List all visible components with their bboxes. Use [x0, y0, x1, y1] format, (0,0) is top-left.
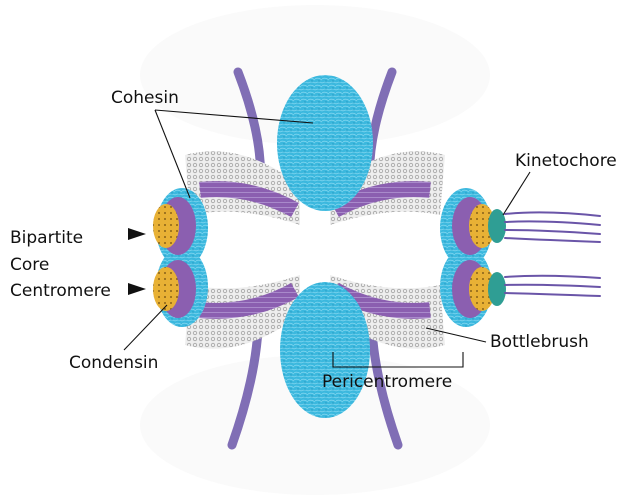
bipartite-label-line3: Centromere: [10, 281, 111, 301]
cohesin-bottom-blob: [280, 282, 370, 418]
bipartite-label-line2: Core: [10, 255, 49, 275]
left-core-centromere-bottom: [153, 267, 179, 311]
cohesin-label: Cohesin: [111, 88, 179, 108]
cohesin-top-blob: [277, 75, 373, 211]
arrowhead-top: [128, 228, 146, 240]
bottlebrush-label: Bottlebrush: [490, 332, 589, 352]
left-core-centromere-top: [153, 204, 179, 248]
kinetochore-microtubules: [505, 212, 600, 296]
condensin-label: Condensin: [69, 353, 158, 373]
kinetochore-bottom: [488, 272, 506, 306]
pericentromere-label: Pericentromere: [322, 372, 452, 392]
right-centromere: [440, 188, 506, 327]
arrowhead-bottom: [128, 283, 146, 295]
kinetochore-label: Kinetochore: [515, 151, 617, 171]
left-centromere: [153, 188, 208, 327]
bipartite-label-line1: Bipartite: [10, 228, 83, 248]
